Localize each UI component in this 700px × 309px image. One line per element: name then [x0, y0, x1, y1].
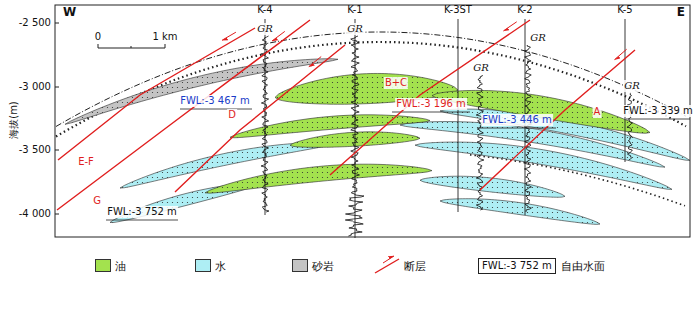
well-name: K-4: [256, 4, 273, 16]
gr-log: [627, 93, 632, 160]
axis-tick-label: -3 500: [18, 144, 52, 156]
axis-tick: [55, 23, 59, 24]
axis-tick-label: -3 000: [18, 81, 52, 93]
fault-symbol: [375, 256, 399, 273]
fault-slip-arrow: [222, 32, 236, 40]
well-track: [458, 19, 459, 212]
gr-log: [345, 36, 364, 236]
legend-swatch: [292, 259, 308, 272]
axis-tick: [55, 214, 59, 215]
well-name: K-1: [346, 4, 363, 16]
layer-name: B+C: [384, 77, 408, 89]
log-name: GR: [472, 62, 490, 74]
axis-title: 海拔(m): [8, 100, 20, 140]
well-name: K-5: [616, 4, 633, 16]
legend-text: 水: [215, 260, 226, 273]
legend-swatch: [95, 259, 111, 272]
fwl-label: FWL:-3 752 m: [106, 206, 178, 218]
legend-sample-label: FWL:-3 752 m: [478, 258, 556, 274]
layer-name: D: [227, 109, 237, 121]
legend-swatch: [195, 259, 211, 272]
layer-name: G: [92, 195, 102, 207]
water-bed: [440, 199, 600, 225]
fault-line: [175, 45, 345, 192]
scale-label: 1 km: [151, 31, 178, 43]
water-bed: [420, 176, 565, 197]
log-name: GR: [529, 32, 547, 44]
log-name: GR: [256, 23, 274, 35]
well-name: K-3ST: [443, 4, 473, 16]
gr-log: [524, 45, 531, 212]
layer-name: A: [593, 106, 602, 118]
fault-slip-arrow: [309, 57, 321, 67]
axis-tick-label: -4 000: [18, 208, 52, 220]
fault-slip-arrow: [615, 49, 627, 59]
axis-tick-label: -2 500: [18, 17, 52, 29]
gr-log: [261, 36, 269, 212]
fault-line: [480, 50, 635, 190]
legend-text: 自由水面: [561, 260, 605, 273]
layer-name: E-F: [77, 156, 95, 168]
well-track: [265, 19, 266, 215]
axis-tick: [55, 150, 59, 151]
log-name: GR: [346, 23, 364, 35]
scale-bar: [98, 44, 165, 48]
oil-bed: [205, 164, 432, 193]
axis-tick: [55, 87, 59, 88]
plot-frame: [55, 5, 690, 237]
fwl-label: FWL:-3 196 m: [395, 98, 467, 110]
well-name: K-2: [516, 4, 533, 16]
direction-label: W: [62, 5, 77, 19]
fwl-label: FWL:-3 339 m: [622, 105, 694, 117]
fault-slip-arrow: [272, 31, 285, 41]
fault-line: [330, 20, 530, 175]
legend-text: 砂岩: [312, 260, 334, 273]
fault-line: [57, 20, 310, 210]
fault-line: [58, 28, 255, 160]
fwl-line: [106, 220, 178, 221]
direction-label: E: [676, 5, 686, 19]
legend-text: 断层: [404, 260, 426, 273]
fwl-label: FWL:-3 467 m: [179, 95, 251, 107]
fwl-line: [478, 128, 556, 129]
fwl-line: [626, 119, 690, 120]
log-name: GR: [623, 80, 641, 92]
fwl-label: FWL:-3 446 m: [481, 114, 553, 126]
legend-text: 油: [115, 260, 126, 273]
scale-label: 0: [94, 31, 102, 43]
fault-slip-arrow: [504, 22, 517, 31]
